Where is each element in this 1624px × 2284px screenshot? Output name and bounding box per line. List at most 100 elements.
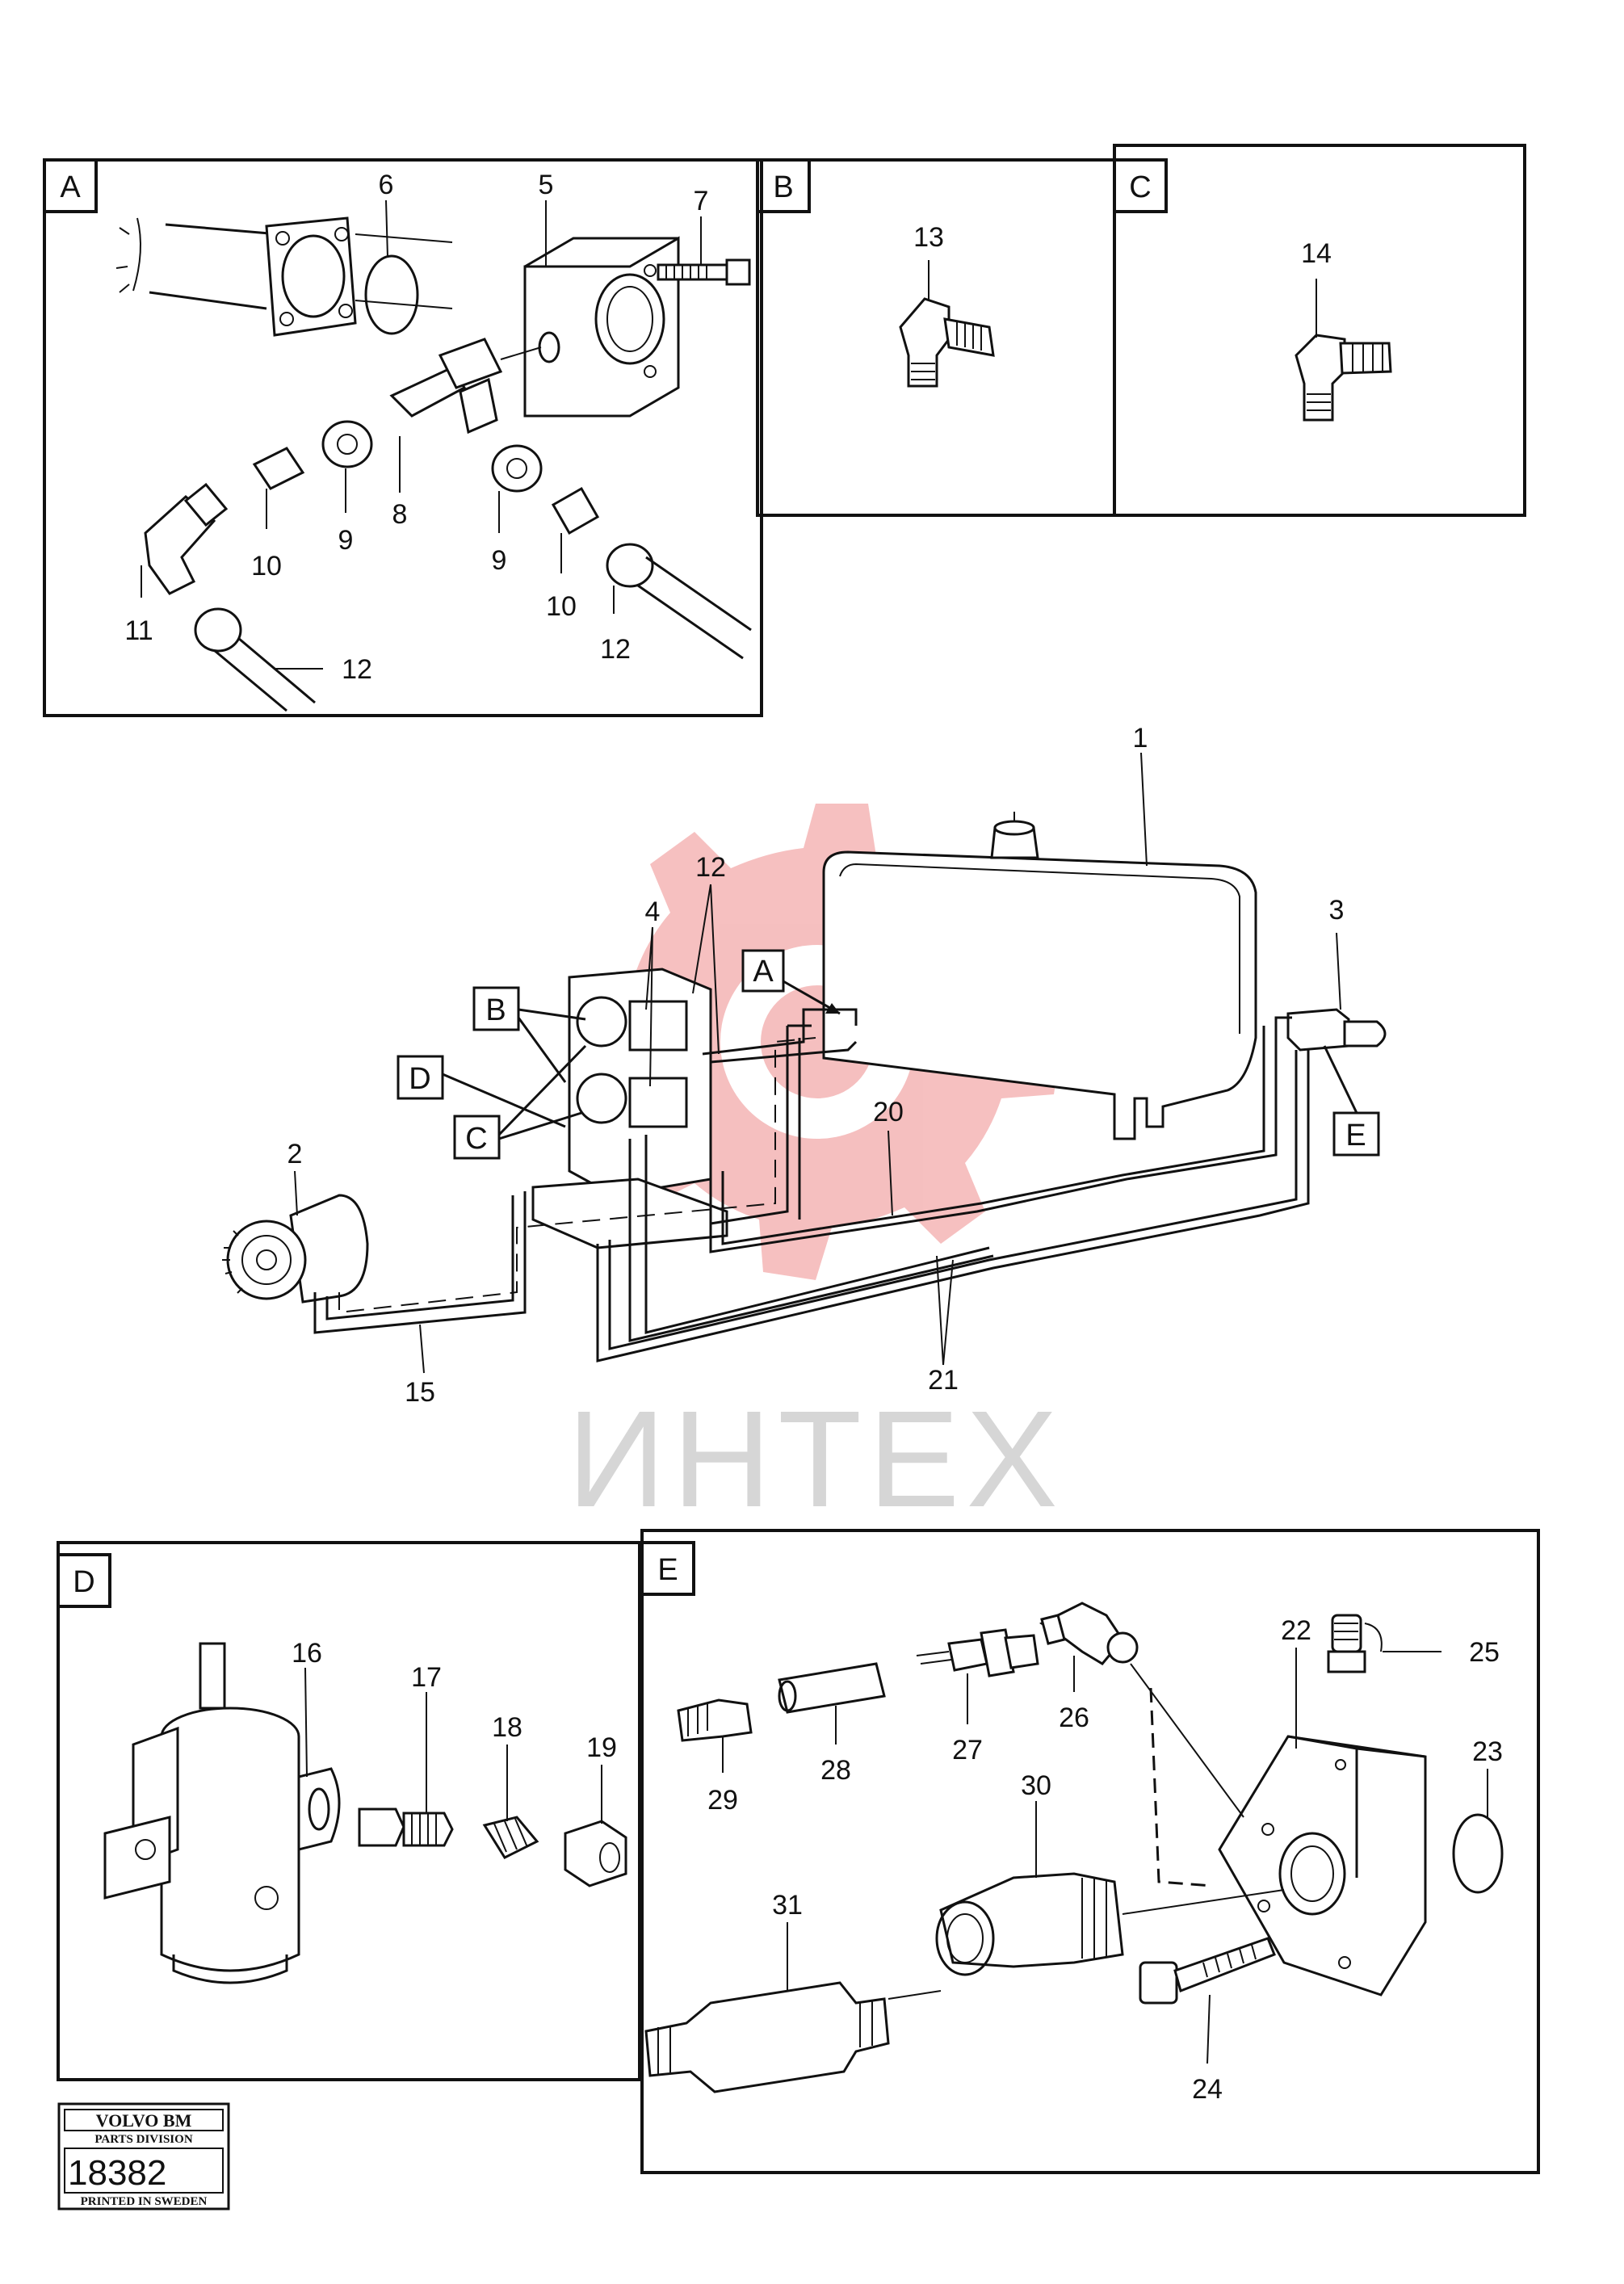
callout-3: 3 <box>1329 895 1345 926</box>
callout-23: 23 <box>1472 1736 1503 1767</box>
callout-15: 15 <box>405 1377 435 1408</box>
panel-e-label: E <box>657 1553 678 1587</box>
panel-c-label: C <box>1129 170 1151 204</box>
coupling-28 <box>778 1662 886 1714</box>
callout-6: 6 <box>379 170 394 200</box>
pipe-12-left <box>194 607 316 712</box>
callout-26: 26 <box>1059 1703 1089 1733</box>
nipple-10-left <box>252 447 305 490</box>
stamp-number: 18382 <box>68 2153 166 2193</box>
pipe-12-right <box>606 543 752 660</box>
callout-12-left: 12 <box>342 654 372 685</box>
callout-8: 8 <box>392 499 408 530</box>
callout-24: 24 <box>1192 2074 1223 2105</box>
panel-d-callouts: 16 17 18 19 <box>292 1638 617 1824</box>
callout-12-right: 12 <box>600 634 631 665</box>
panel-d-label: D <box>73 1565 94 1599</box>
callout-5: 5 <box>539 170 554 200</box>
nipple-29 <box>677 1698 753 1742</box>
callout-10-right: 10 <box>546 591 577 622</box>
valve-3 <box>1286 1008 1387 1052</box>
nipple-25 <box>1327 1614 1383 1673</box>
nut-9-left <box>321 420 373 468</box>
panel-e-callouts: 22 23 24 25 26 27 28 29 30 31 <box>707 1615 1503 2105</box>
callout-30: 30 <box>1021 1770 1051 1801</box>
callout-17: 17 <box>411 1662 442 1693</box>
callout-1: 1 <box>1133 723 1148 754</box>
nipple-27 <box>916 1628 1039 1677</box>
callout-2: 2 <box>287 1139 303 1169</box>
ref-a-text: A <box>753 955 774 989</box>
block-22 <box>1218 1735 1427 1996</box>
callout-31: 31 <box>772 1890 803 1921</box>
callout-28: 28 <box>820 1755 851 1786</box>
callout-14: 14 <box>1301 238 1332 269</box>
callout-4: 4 <box>645 896 661 927</box>
ref-label-a: A <box>741 949 841 1015</box>
ref-e-text: E <box>1345 1119 1366 1152</box>
ref-d-text: D <box>409 1062 430 1096</box>
panel-d: D 16 17 <box>57 1541 641 2081</box>
bolt-24 <box>1139 1937 1276 2005</box>
elbow-fitting-14 <box>1295 334 1392 422</box>
ref-c-text: C <box>465 1122 487 1156</box>
ref-label-d: D <box>397 1055 566 1128</box>
ref-label-e: E <box>1323 1045 1380 1157</box>
elbow-26 <box>1039 1602 1139 1665</box>
stamp-division: PARTS DIVISION <box>94 2133 192 2146</box>
panel-e-guides <box>888 1663 1285 2000</box>
nut-9-right <box>491 444 543 493</box>
elbow-fitting-13 <box>899 297 995 388</box>
pipe-lines <box>313 1008 1310 1362</box>
bolt-7 <box>657 258 751 286</box>
panel-b: B 13 <box>756 158 1116 517</box>
o-ring-23 <box>1452 1813 1504 1894</box>
panel-a: A <box>43 158 763 717</box>
callout-18: 18 <box>492 1712 522 1743</box>
main-assembly: A B D C E 1 2 <box>222 723 1387 1408</box>
callout-25: 25 <box>1469 1637 1500 1668</box>
callout-19: 19 <box>586 1732 617 1763</box>
stamp-printed: PRINTED IN SWEDEN <box>81 2195 208 2208</box>
panel-c: C 14 <box>1113 144 1526 517</box>
stamp-brand: VOLVO BM <box>96 2110 192 2131</box>
nut-19 <box>564 1820 627 1887</box>
pipe-stub <box>115 217 279 310</box>
valve-block-5 <box>523 236 680 418</box>
callout-10-left: 10 <box>251 551 282 581</box>
pump-2 <box>222 1194 369 1304</box>
elbow-11 <box>144 482 229 595</box>
panel-a-label: A <box>60 170 81 204</box>
adapter-31 <box>644 1981 890 2093</box>
connector-30 <box>935 1872 1124 1976</box>
callout-11: 11 <box>124 615 153 646</box>
ref-label-b: B <box>472 986 586 1083</box>
callout-12-main: 12 <box>695 852 726 883</box>
hydraulic-tank-1 <box>822 812 1257 1140</box>
callout-20: 20 <box>873 1097 904 1127</box>
callout-22: 22 <box>1281 1615 1311 1646</box>
callout-13: 13 <box>913 222 944 253</box>
nipple-10-right <box>551 486 600 535</box>
nipple-17 <box>358 1807 454 1847</box>
callout-29: 29 <box>707 1785 738 1816</box>
callout-9-right: 9 <box>492 545 507 576</box>
nipple-18 <box>482 1816 539 1859</box>
watermark-text: ИНТЕХ <box>567 1383 1064 1536</box>
flange-plate <box>265 216 357 337</box>
volvo-bm-stamp: VOLVO BM PARTS DIVISION 18382 PRINTED IN… <box>57 2102 230 2211</box>
o-ring-6 <box>364 254 419 335</box>
callout-21: 21 <box>928 1365 959 1396</box>
panel-b-label: B <box>773 170 793 204</box>
callout-16: 16 <box>292 1638 322 1669</box>
panel-a-callouts: 6 5 7 8 9 9 10 10 11 12 12 <box>124 170 708 685</box>
ref-label-c: C <box>453 1044 587 1160</box>
callout-7: 7 <box>694 186 709 216</box>
panel-e: E <box>640 1529 1540 2174</box>
valve-body-16 <box>103 1642 341 1984</box>
callout-27: 27 <box>952 1735 983 1765</box>
tee-fitting-8 <box>389 338 542 435</box>
main-callouts: 1 2 3 4 12 15 20 21 <box>287 723 1345 1408</box>
ref-b-text: B <box>485 993 506 1027</box>
